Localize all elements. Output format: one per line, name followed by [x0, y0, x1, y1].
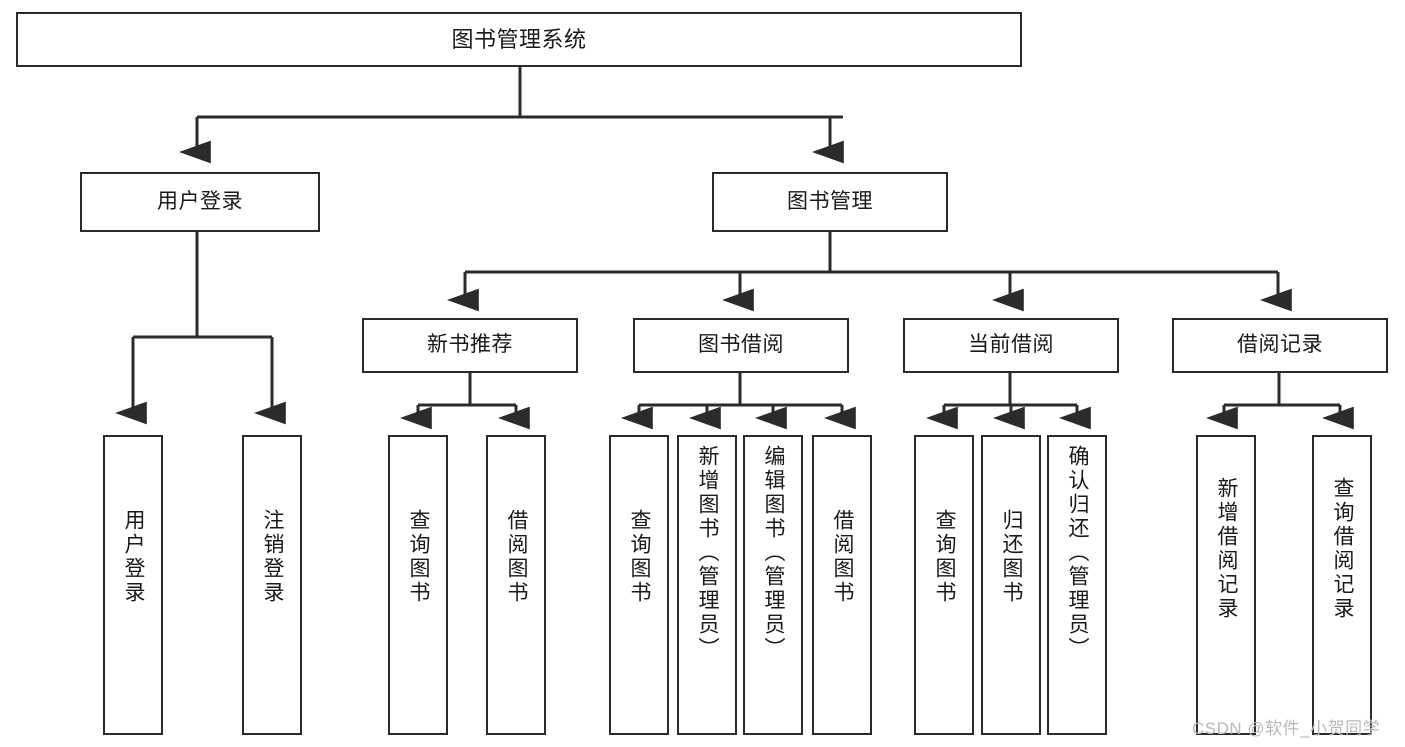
- node-label: 借阅图书: [505, 509, 529, 605]
- node-leaf-logout-login[interactable]: 注销登录: [242, 435, 302, 735]
- node-leaf-borrow-book-1[interactable]: 借阅图书: [486, 435, 546, 735]
- node-leaf-query-book-1[interactable]: 查询图书: [388, 435, 448, 735]
- node-label: 查询借阅记录: [1331, 477, 1355, 621]
- node-leaf-borrow-book-2[interactable]: 借阅图书: [812, 435, 872, 735]
- node-leaf-add-book[interactable]: 新增图书（管理员）: [677, 435, 737, 735]
- node-leaf-query-book-3[interactable]: 查询图书: [914, 435, 974, 735]
- node-user-login[interactable]: 用户登录: [80, 172, 320, 232]
- node-label: 查询图书: [933, 509, 957, 605]
- node-new-book-recommend[interactable]: 新书推荐: [362, 318, 578, 373]
- node-label: 确认归还（管理员）: [1066, 445, 1090, 661]
- node-borrow-record[interactable]: 借阅记录: [1172, 318, 1388, 373]
- node-label: 当前借阅: [968, 333, 1054, 357]
- node-label: 借阅记录: [1237, 333, 1323, 357]
- node-label: 归还图书: [1000, 509, 1024, 605]
- node-book-management[interactable]: 图书管理: [712, 172, 948, 232]
- node-label: 新增图书（管理员）: [696, 445, 720, 661]
- node-current-borrow[interactable]: 当前借阅: [903, 318, 1119, 373]
- node-leaf-query-book-2[interactable]: 查询图书: [609, 435, 669, 735]
- csdn-watermark: CSDN @软件_小贺同学: [1192, 719, 1381, 738]
- node-label: 新书推荐: [427, 333, 513, 357]
- node-leaf-confirm-return[interactable]: 确认归还（管理员）: [1047, 435, 1107, 735]
- node-label: 借阅图书: [831, 509, 855, 605]
- node-leaf-user-login[interactable]: 用户登录: [103, 435, 163, 735]
- node-label: 图书管理: [787, 189, 873, 213]
- node-book-borrow[interactable]: 图书借阅: [633, 318, 849, 373]
- node-label: 图书借阅: [698, 333, 784, 357]
- node-leaf-query-record[interactable]: 查询借阅记录: [1312, 435, 1372, 735]
- node-label: 用户登录: [122, 509, 146, 605]
- node-label: 新增借阅记录: [1215, 477, 1239, 621]
- node-label: 图书管理系统: [451, 26, 587, 52]
- node-leaf-return-book[interactable]: 归还图书: [981, 435, 1041, 735]
- node-label: 编辑图书（管理员）: [762, 445, 786, 661]
- node-leaf-edit-book[interactable]: 编辑图书（管理员）: [743, 435, 803, 735]
- node-leaf-add-record[interactable]: 新增借阅记录: [1196, 435, 1256, 735]
- node-label: 注销登录: [261, 509, 285, 605]
- node-label: 查询图书: [407, 509, 431, 605]
- node-root-book-management-system[interactable]: 图书管理系统: [16, 12, 1022, 67]
- node-label: 用户登录: [157, 189, 243, 213]
- node-label: 查询图书: [628, 509, 652, 605]
